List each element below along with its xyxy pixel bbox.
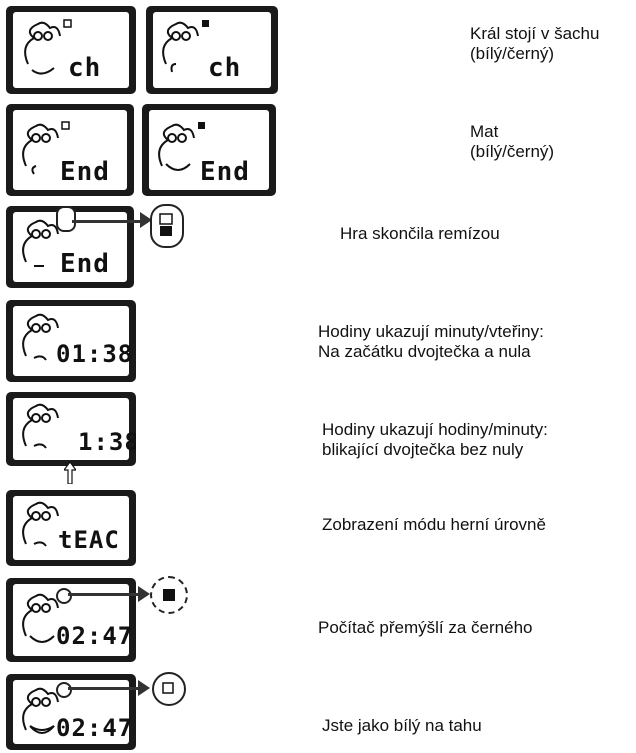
face-icon [24, 21, 61, 75]
caption-your-move: Jste jako bílý na tahu [322, 716, 482, 735]
caption-level-mode: Zobrazení módu herní úrovně [322, 515, 546, 534]
face-icon [162, 21, 199, 73]
lcd-mate-white: End [6, 104, 134, 196]
face-icon [22, 313, 59, 361]
white-square-icon [61, 121, 70, 130]
face-icon [22, 403, 59, 449]
lcd-text: 1:38 [78, 428, 136, 456]
caption-computer-thinking: Počítač přemýšlí za černého [318, 618, 533, 637]
lcd-text: ch [68, 53, 101, 83]
draw-indicator-icon [56, 206, 76, 232]
lcd-text: 01:38 [56, 340, 133, 368]
indicator-icon [56, 588, 72, 604]
black-square-icon [198, 122, 205, 129]
white-square-circle-icon [152, 672, 186, 706]
face-icon [22, 687, 59, 734]
arrow-head-icon [138, 586, 150, 602]
lcd-text: End [60, 157, 110, 187]
half-square-circle-icon [150, 204, 184, 248]
arrow-line [68, 687, 140, 690]
lcd-text: tEAC [58, 526, 120, 554]
black-square-icon [202, 20, 209, 27]
arrow-head-icon [138, 680, 150, 696]
indicator-icon [56, 682, 72, 698]
face-icon [158, 123, 195, 171]
blinking-black-square-icon [150, 576, 188, 614]
lcd-text: End [60, 249, 110, 279]
lcd-mate-black: End [142, 104, 276, 196]
arrow-line [68, 593, 140, 596]
caption-check: Král stojí v šachu (bílý/černý) [470, 24, 600, 63]
face-icon [22, 219, 59, 267]
arrow-line [72, 220, 148, 223]
lcd-text: 02:47 [56, 714, 133, 742]
lcd-text: 02:47 [56, 622, 133, 650]
up-arrow-icon [64, 462, 76, 484]
arrow-head-icon [140, 212, 152, 228]
caption-clock-minsec: Hodiny ukazují minuty/vteřiny: Na začátk… [318, 322, 544, 361]
lcd-text: End [200, 157, 250, 187]
lcd-check-black: ch [146, 6, 278, 94]
lcd-computer-thinking: 02:47 [6, 578, 136, 662]
lcd-check-white: ch [6, 6, 136, 94]
lcd-your-move: 02:47 [6, 674, 136, 750]
face-icon [22, 501, 59, 547]
face-icon [22, 593, 59, 643]
caption-clock-hourmin: Hodiny ukazují hodiny/minuty: blikající … [322, 420, 548, 459]
white-square-icon [63, 19, 72, 28]
lcd-clock-minsec: 01:38 [6, 300, 136, 382]
lcd-text: ch [208, 53, 241, 83]
lcd-level-mode: tEAC [6, 490, 136, 566]
face-icon [22, 123, 59, 175]
caption-mate: Mat (bílý/černý) [470, 122, 555, 161]
caption-draw: Hra skončila remízou [340, 224, 500, 243]
lcd-clock-hourmin: 1:38 [6, 392, 136, 466]
